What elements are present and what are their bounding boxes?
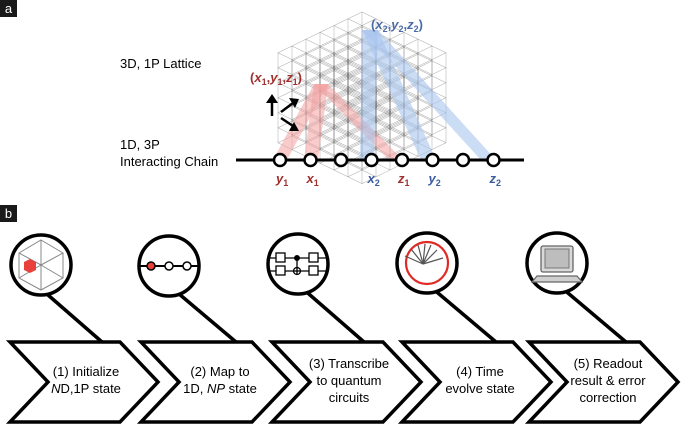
chain-site xyxy=(272,152,288,168)
chain-label-line1: 1D, 3P xyxy=(120,137,160,152)
step-1-line2: ND,1P state xyxy=(51,381,121,396)
step-3-line2: to quantum xyxy=(316,373,381,388)
step-4-line2: evolve state xyxy=(445,381,514,396)
step-1: (1) Initialize ND,1P state xyxy=(5,233,161,424)
chain-site-label: z2 xyxy=(489,171,502,188)
chain-site xyxy=(486,152,501,168)
step-3-line1: (3) Transcribe xyxy=(309,356,389,371)
beam-y2 xyxy=(362,30,436,160)
panel-a-tag-box xyxy=(0,0,17,17)
step-5-line2: result & error xyxy=(570,373,646,388)
computer-icon xyxy=(530,245,584,283)
chain-site-label: z1 xyxy=(397,171,410,188)
chain-site xyxy=(333,152,349,168)
point1-label: (x1,y1,z1) xyxy=(250,70,302,87)
clock-icon xyxy=(404,240,450,286)
step-3-circle xyxy=(266,232,330,296)
step-2: (2) Map to 1D, NP state xyxy=(136,234,293,424)
chain-site xyxy=(303,152,318,168)
step-2-line1: (2) Map to xyxy=(190,364,249,379)
beam-y1 xyxy=(304,84,328,160)
step-1-line1: (1) Initialize xyxy=(53,364,119,379)
panel-a-tag: a xyxy=(5,1,13,16)
panel-b-tag: b xyxy=(5,206,12,221)
beam-z1 xyxy=(314,84,403,160)
chain-site xyxy=(425,152,440,168)
chain-site-label: x2 xyxy=(367,171,380,188)
chain-site xyxy=(394,152,410,168)
chain-site-label: y2 xyxy=(428,171,441,188)
lattice-label: 3D, 1P Lattice xyxy=(120,56,201,71)
beam-x2 xyxy=(360,30,378,160)
panel-b-tag-box xyxy=(0,205,17,222)
step-4-line1: (4) Time xyxy=(456,364,504,379)
chain-site xyxy=(455,152,471,168)
chain-site-label: x1 xyxy=(306,171,319,188)
step-5-line1: (5) Readout xyxy=(574,356,643,371)
lattice-cube-icon xyxy=(18,239,64,291)
chain-sites: y1 x1 x2 z1 y2 z2 xyxy=(272,152,502,188)
step-5-line3: correction xyxy=(579,390,636,405)
beam-z2 xyxy=(362,30,496,160)
point2-label: (x2,y2,z2) xyxy=(371,17,423,34)
workflow-steps: (1) Initialize ND,1P state (2) Map to 1D… xyxy=(5,231,681,424)
step-4: (4) Time evolve state xyxy=(395,231,554,424)
axes-arrows-icon xyxy=(266,94,299,131)
step-3: (3) Transcribe to quantum circuits xyxy=(266,232,424,424)
chain-label-line2: Interacting Chain xyxy=(120,154,218,169)
step-3-line3: circuits xyxy=(329,390,370,405)
chain-site xyxy=(364,152,379,168)
chain-site-label: y1 xyxy=(275,171,288,188)
chain-icon xyxy=(139,261,199,271)
step-2-line2: 1D, NP state xyxy=(183,381,257,396)
circuit-icon xyxy=(268,252,328,276)
step-5: (5) Readout result & error correction xyxy=(524,231,681,424)
